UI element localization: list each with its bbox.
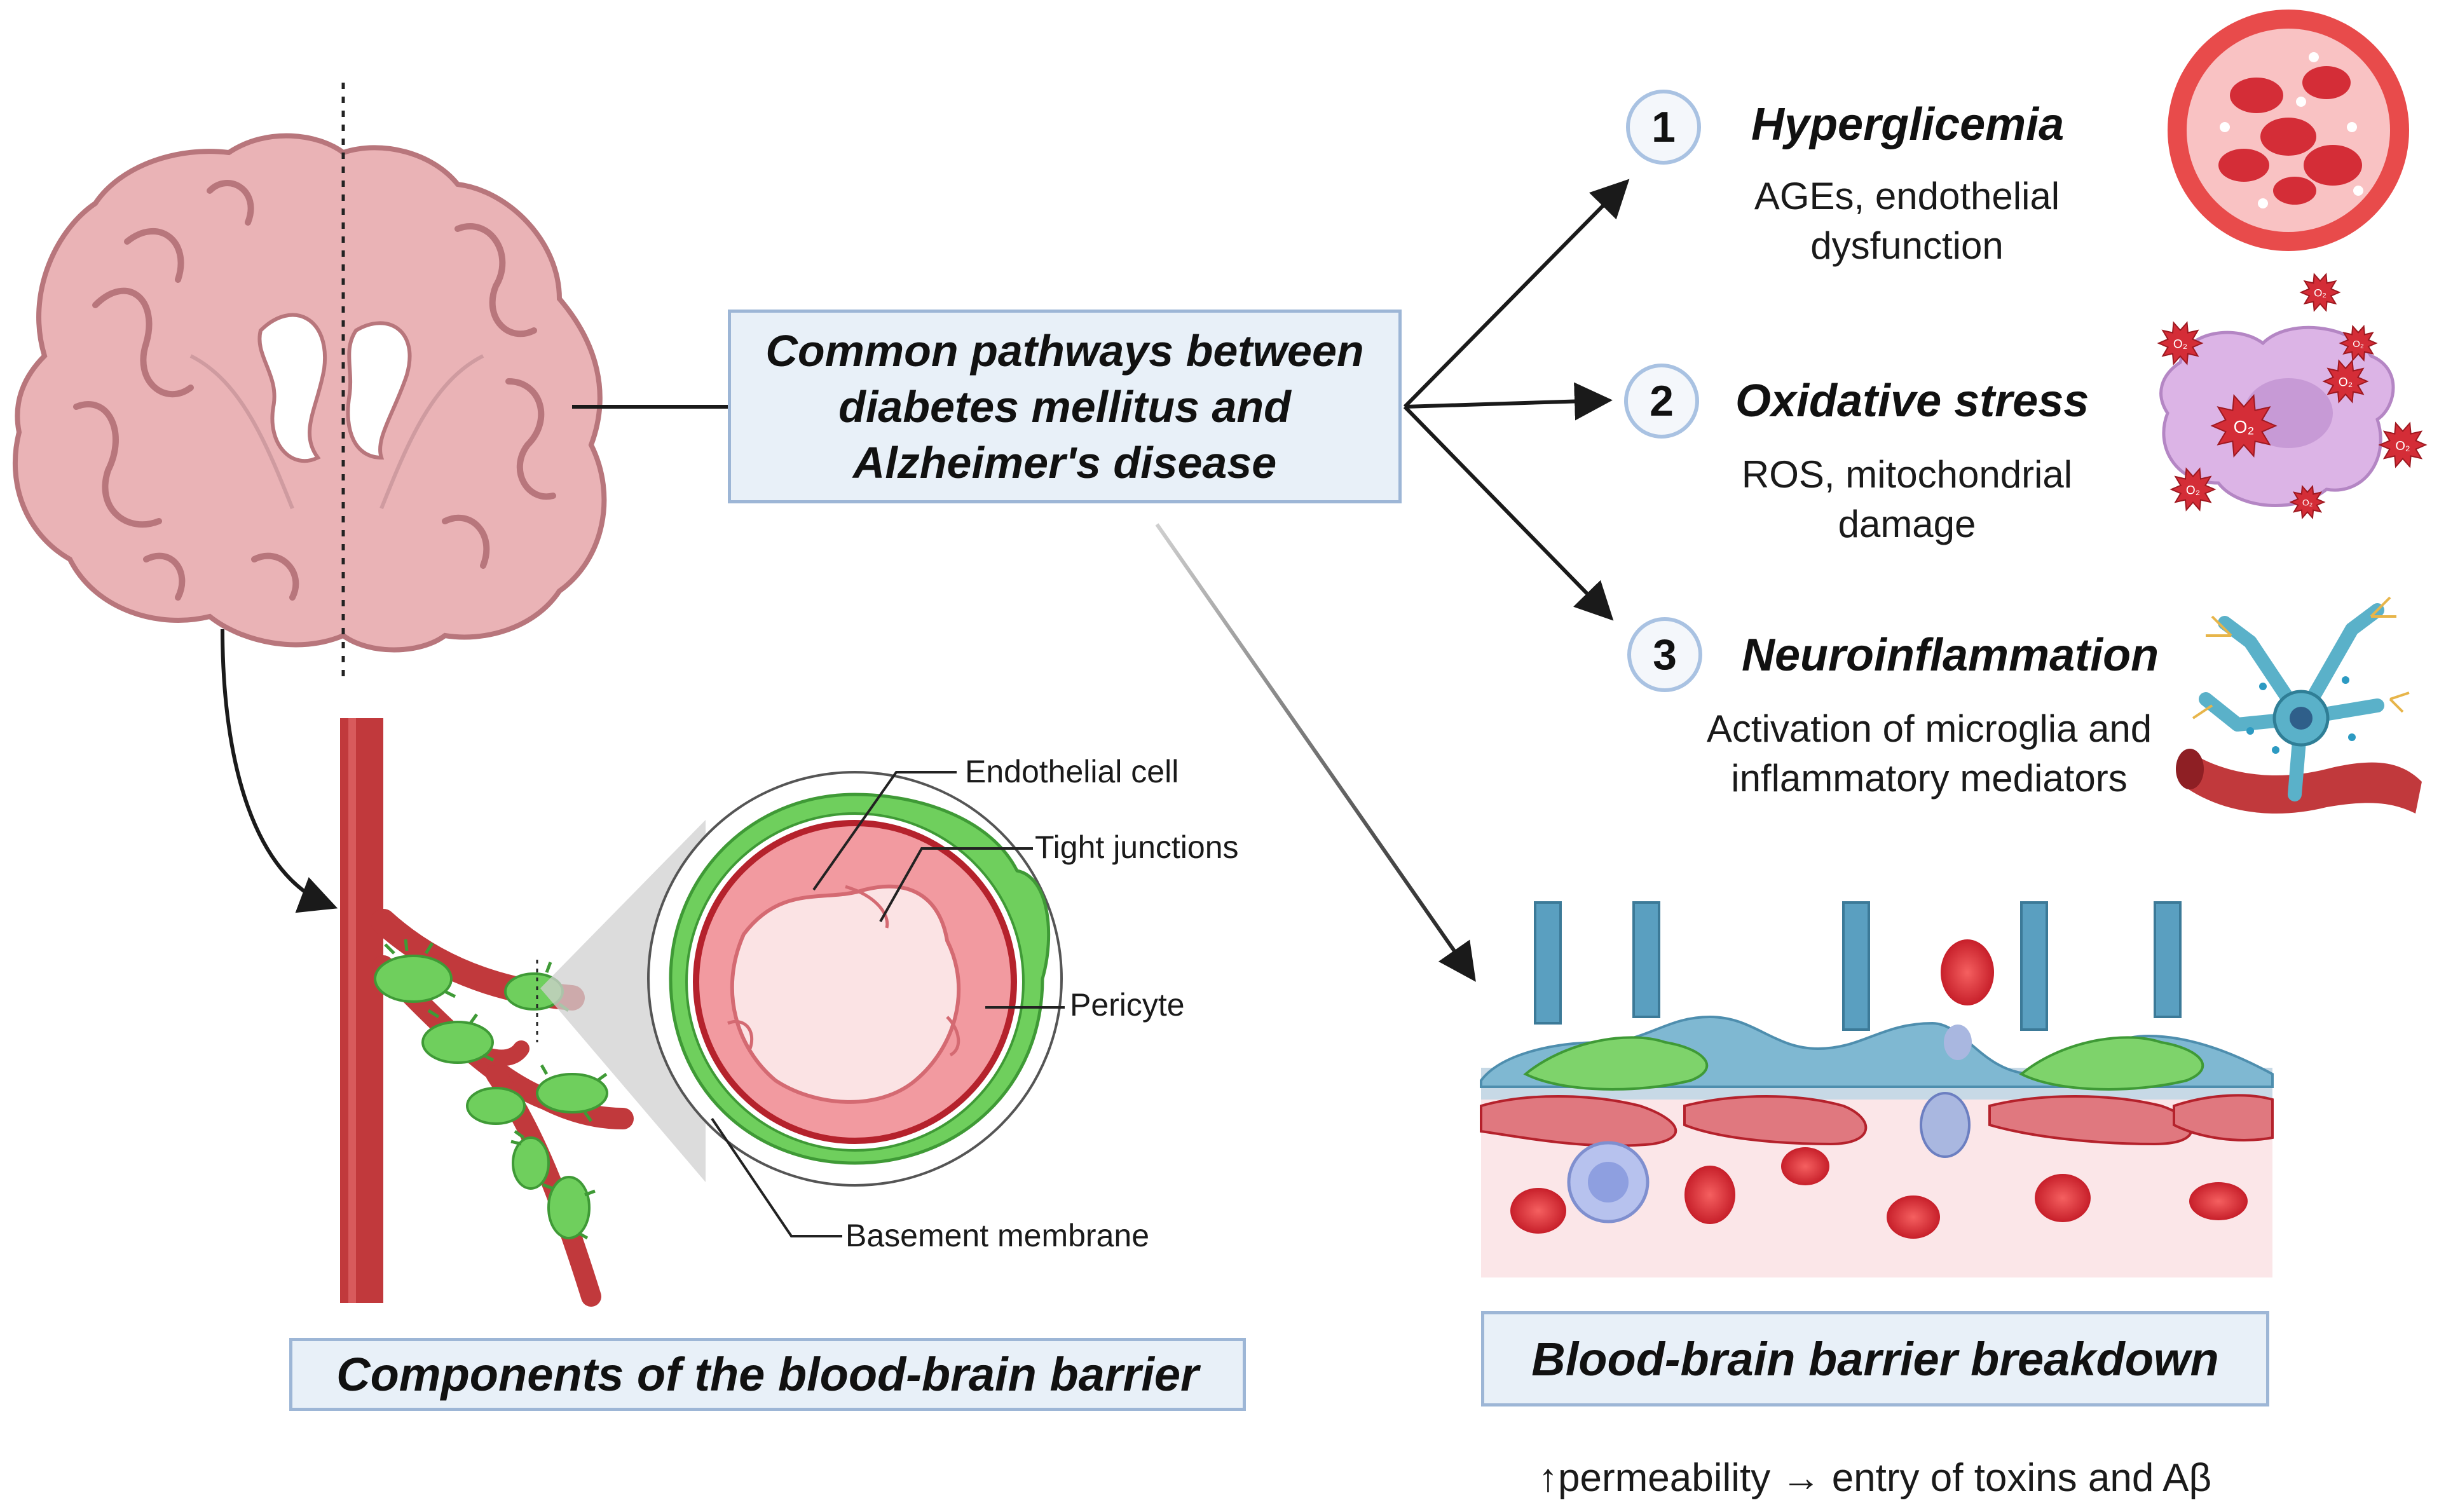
vessel-cross-section (647, 771, 1063, 1187)
oxygen-radical-burst (2322, 359, 2369, 404)
bbb-breakdown-label: Blood-brain barrier breakdown (1531, 1332, 2219, 1386)
arrow-to-pathway-1 (1403, 179, 1630, 409)
bbb-breakdown-illustration (1480, 901, 2274, 1277)
arrow-to-bbb-breakdown (1155, 523, 1476, 982)
hyperglycemia-vessel-icon (2168, 10, 2409, 251)
oxygen-radical-burst (2169, 467, 2217, 512)
pericyte-label: Pericyte (1070, 987, 1185, 1023)
pathway-2-number: 2 (1624, 364, 1699, 439)
pathway-1-title: Hyperglicemia (1751, 99, 2065, 150)
oxygen-radical-burst (2289, 484, 2326, 520)
oxygen-radical-burst (2210, 393, 2278, 458)
oxygen-radical-label: O₂ (2186, 484, 2200, 497)
oxygen-radical-label: O₂ (2314, 287, 2326, 299)
common-pathways-box: Common pathways between diabetes mellitu… (728, 310, 1402, 503)
oxygen-radical-label: O₂ (2234, 417, 2255, 437)
pathway-1-number: 1 (1626, 90, 1701, 165)
arrow-to-pathway-3 (1403, 405, 1614, 621)
bbb-components-box: Components of the blood-brain barrier (289, 1338, 1246, 1411)
common-pathways-line-3: Alzheimer's disease (852, 437, 1277, 487)
pathway-2-title: Oxidative stress (1735, 376, 2089, 426)
endothelial-cell-label: Endothelial cell (965, 754, 1179, 789)
common-pathways-line-2: diabetes mellitus and (838, 381, 1291, 432)
oxygen-radical-label: O₂ (2302, 498, 2313, 508)
arrow-to-pathway-2 (1404, 382, 1613, 421)
pathway-3-number: 3 (1627, 617, 1702, 692)
vessel-callout-lines (711, 771, 1065, 1237)
oxygen-radical-burst (2339, 325, 2378, 362)
oxygen-radical-burst (2299, 273, 2341, 312)
pathway-1-description-line-1: AGEs, endothelial (1754, 175, 2060, 217)
blood-vessel-tree-illustration (340, 718, 634, 1307)
pathway-3-title: Neuroinflammation (1742, 630, 2159, 681)
pathway-2-description: ROS, mitochondrial damage (1710, 450, 2104, 549)
pathway-3-description-line-1: Activation of microglia and (1706, 707, 2152, 750)
neuroinflammation-icon (2176, 596, 2422, 814)
pathway-1-description: AGEs, endothelial dysfunction (1723, 172, 2091, 271)
pathway-3-description-line-2: inflammatory mediators (1731, 757, 2128, 800)
pathway-1-description-line-2: dysfunction (1810, 224, 2004, 267)
pathway-3-description: Activation of microglia and inflammatory… (1675, 704, 2183, 803)
brain-to-vessel-arrow (221, 629, 338, 913)
oxygen-radical-label: O₂ (2395, 439, 2410, 453)
bbb-breakdown-box: Blood-brain barrier breakdown (1481, 1311, 2269, 1406)
basement-membrane-label: Basement membrane (845, 1218, 1150, 1253)
oxygen-radical-label: O₂ (2353, 339, 2364, 350)
pathway-2-description-line-2: damage (1838, 503, 1976, 545)
tight-junctions-label: Tight junctions (1035, 829, 1239, 865)
oxygen-radical-label: O₂ (2173, 337, 2187, 351)
pathway-2-description-line-1: ROS, mitochondrial (1741, 453, 2073, 496)
brain-section-illustration (12, 83, 607, 680)
oxygen-radical-bursts: O₂ O₂ O₂ O₂ O₂ O₂ O₂ O₂ (2157, 273, 2428, 520)
permeability-footer: ↑permeability → entry of toxins and Aβ (1538, 1456, 2212, 1500)
oxygen-radical-burst (2378, 421, 2428, 468)
arrows (221, 179, 1630, 982)
bbb-components-label: Components of the blood-brain barrier (336, 1348, 1199, 1401)
oxygen-radical-burst (2157, 321, 2204, 365)
oxygen-radical-label: O₂ (2339, 376, 2353, 389)
common-pathways-line-1: Common pathways between (765, 325, 1364, 376)
